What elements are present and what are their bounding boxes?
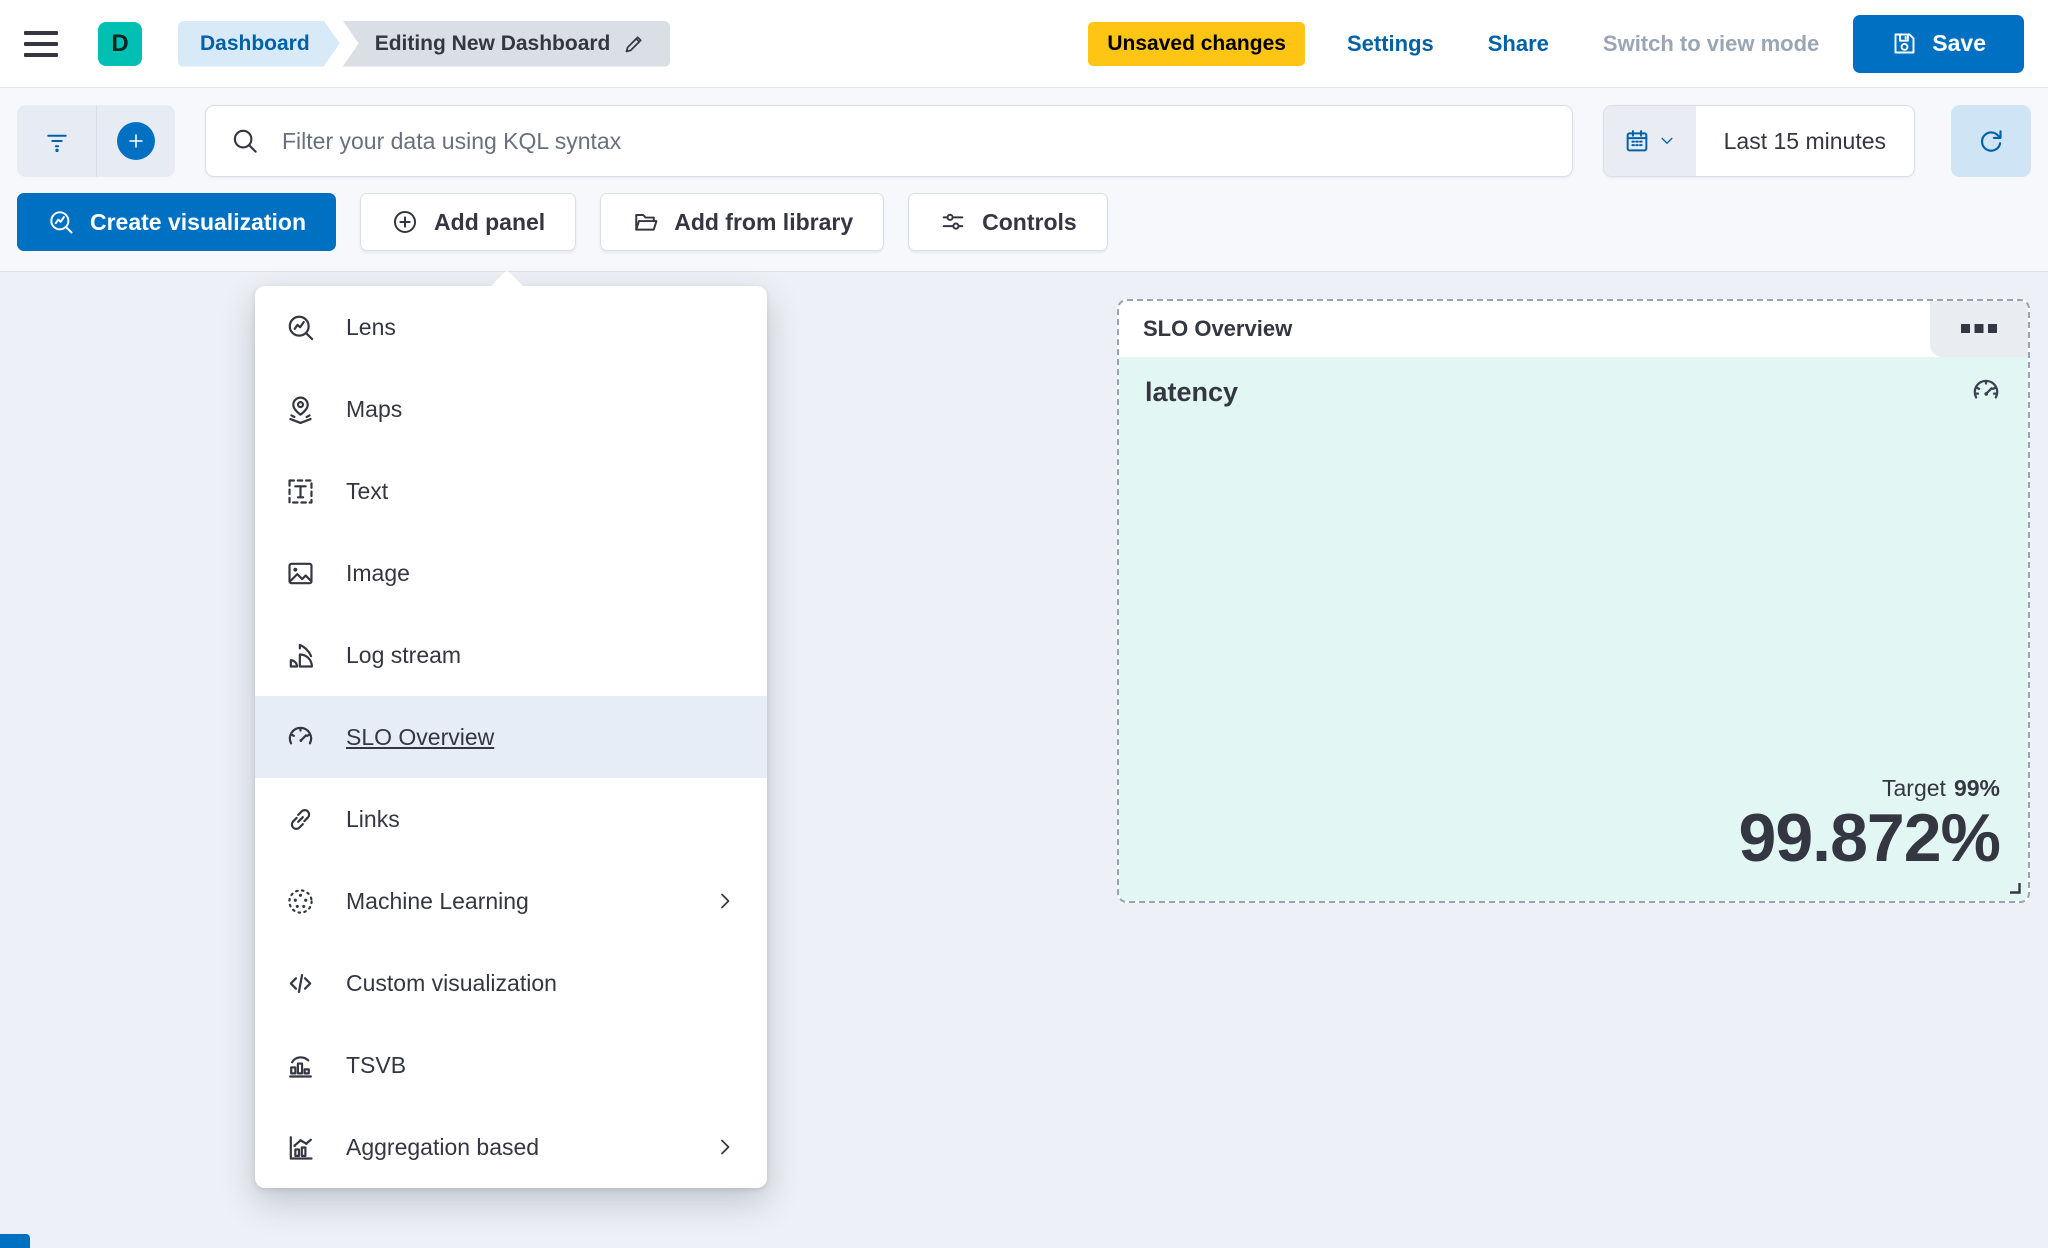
kql-search-box (205, 105, 1573, 177)
refresh-button[interactable] (1951, 105, 2031, 177)
plus-in-circle-icon (391, 208, 419, 236)
breadcrumb-editing-dashboard[interactable]: Editing New Dashboard (342, 20, 671, 67)
menu-item-label: Aggregation based (346, 1133, 540, 1160)
menu-item-label: Links (346, 805, 400, 832)
create-visualization-label: Create visualization (90, 208, 307, 235)
menu-item-label: Lens (346, 313, 396, 340)
aggregation-icon (285, 1132, 316, 1163)
save-button[interactable]: Save (1853, 14, 2024, 73)
add-panel-label: Add panel (434, 208, 546, 235)
add-from-library-label: Add from library (674, 208, 854, 235)
menu-item-label: Log stream (346, 641, 462, 668)
settings-link[interactable]: Settings (1346, 30, 1434, 56)
bottom-left-fragment (0, 1234, 30, 1248)
slo-panel-title: SLO Overview (1143, 316, 1293, 341)
menu-item-label: Machine Learning (346, 887, 529, 914)
add-filter-button[interactable] (96, 105, 175, 177)
plus-circle-icon (117, 122, 155, 160)
menu-item-tsvb[interactable]: TSVB (255, 1024, 767, 1106)
add-panel-button[interactable]: Add panel (360, 193, 577, 251)
slo-target-label: Target (1882, 774, 1946, 801)
slo-overview-icon (285, 722, 316, 753)
menu-item-label: Text (346, 477, 389, 504)
breadcrumb-editing-label: Editing New Dashboard (374, 31, 611, 55)
text-icon (285, 476, 316, 507)
unsaved-changes-badge: Unsaved changes (1088, 21, 1305, 66)
image-icon (285, 558, 316, 589)
tsvb-icon (285, 1050, 316, 1081)
menu-item-image[interactable]: Image (255, 532, 767, 614)
sliders-icon (939, 208, 967, 236)
slo-overview-panel[interactable]: SLO Overview latency Target 99% 99.872% (1117, 299, 2030, 903)
links-icon (285, 804, 316, 835)
machine-learning-icon (285, 886, 316, 917)
menu-item-maps[interactable]: Maps (255, 368, 767, 450)
menu-item-text[interactable]: Text (255, 450, 767, 532)
top-bar: D Dashboard Editing New Dashboard Unsave… (0, 0, 2048, 88)
search-icon (230, 126, 260, 156)
breadcrumb-dashboard[interactable]: Dashboard (178, 21, 340, 67)
menu-item-links[interactable]: Links (255, 778, 767, 860)
controls-button[interactable]: Controls (908, 193, 1108, 251)
menu-item-label: TSVB (346, 1051, 407, 1078)
boxes-horizontal-icon (1959, 322, 1999, 336)
query-bar: Last 15 minutes (0, 88, 2048, 177)
date-picker-calendar-button[interactable] (1603, 106, 1696, 176)
controls-label: Controls (982, 208, 1077, 235)
slo-panel-body: latency Target 99% 99.872% (1119, 357, 2028, 901)
edit-toolbar: Create visualization Add panel Add from … (0, 177, 2048, 272)
filter-button-group (17, 105, 175, 177)
menu-item-custom-visualization[interactable]: Custom visualization (255, 942, 767, 1024)
panel-options-button[interactable] (1930, 301, 2028, 357)
chevron-down-icon (1658, 132, 1676, 150)
share-link[interactable]: Share (1487, 30, 1549, 56)
menu-item-label: Custom visualization (346, 969, 557, 996)
slo-target-value: 99% (1953, 774, 2000, 801)
panel-resize-handle[interactable] (2006, 879, 2021, 894)
lens-icon (285, 312, 316, 343)
gauge-icon (1970, 375, 2002, 407)
menu-item-log-stream[interactable]: Log stream (255, 614, 767, 696)
create-visualization-button[interactable]: Create visualization (17, 193, 337, 251)
save-button-label: Save (1932, 30, 1986, 56)
log-stream-icon (285, 640, 316, 671)
menu-item-label: Maps (346, 395, 403, 422)
maps-icon (285, 394, 316, 425)
menu-item-label: Image (346, 559, 410, 586)
lens-icon (47, 208, 75, 236)
menu-item-aggregation-based[interactable]: Aggregation based (255, 1106, 767, 1188)
save-icon (1891, 30, 1918, 57)
kql-search-input[interactable] (282, 127, 1548, 155)
date-picker: Last 15 minutes (1602, 105, 1915, 177)
folder-icon (631, 208, 659, 236)
refresh-icon (1976, 126, 2006, 156)
switch-to-view-mode-link[interactable]: Switch to view mode (1602, 30, 1820, 56)
menu-item-machine-learning[interactable]: Machine Learning (255, 860, 767, 942)
menu-item-slo-overview[interactable]: SLO Overview (255, 696, 767, 778)
menu-item-lens[interactable]: Lens (255, 286, 767, 368)
slo-metric: Target 99% 99.872% (1738, 774, 2001, 876)
time-range-button[interactable]: Last 15 minutes (1695, 106, 1914, 176)
add-from-library-button[interactable]: Add from library (600, 193, 885, 251)
chevron-right-icon (713, 1135, 737, 1159)
slo-name: latency (1145, 377, 1239, 407)
filter-button[interactable] (17, 105, 96, 177)
breadcrumb: Dashboard Editing New Dashboard (178, 20, 671, 67)
chevron-right-icon (713, 889, 737, 913)
slo-value: 99.872% (1738, 799, 2001, 876)
hamburger-menu-icon[interactable] (24, 30, 58, 57)
pencil-icon (622, 32, 646, 56)
calendar-icon (1623, 127, 1651, 155)
avatar[interactable]: D (98, 21, 142, 66)
slo-panel-header: SLO Overview (1119, 301, 2028, 357)
filter-icon (43, 127, 71, 155)
menu-item-label: SLO Overview (346, 723, 495, 750)
custom-visualization-icon (285, 968, 316, 999)
